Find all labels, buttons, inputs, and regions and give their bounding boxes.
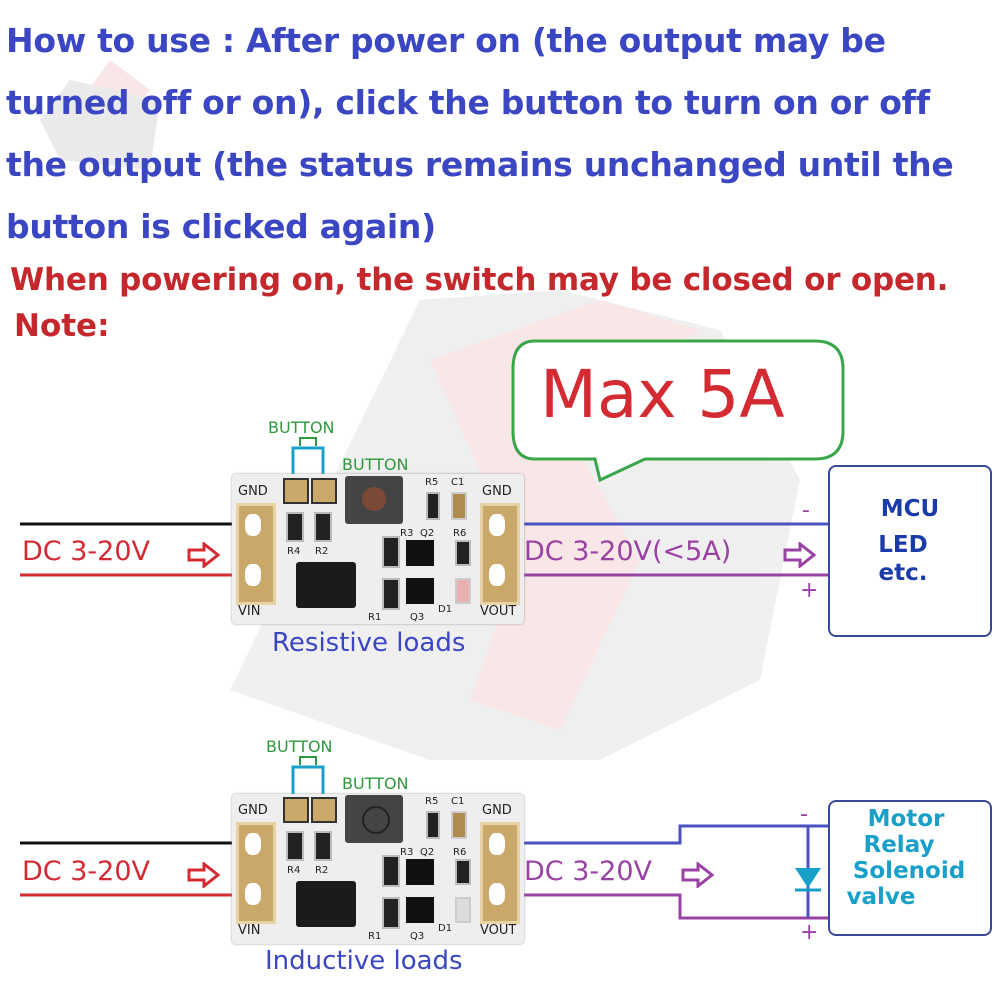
output-pad-hole-b2: [489, 883, 505, 905]
pcb-r3-label: R3: [400, 528, 414, 539]
max-current-callout-bubble: [511, 339, 845, 483]
pcb-d1-label-b: D1: [438, 923, 453, 934]
output-arrow-icon-bottom: [681, 862, 715, 888]
pcb-r5-label-b: R5: [425, 796, 439, 807]
input-pad-hole-b1: [245, 833, 261, 855]
pcb-r2-label: R2: [315, 546, 329, 557]
load-box-top: [828, 465, 992, 637]
load-box-bottom-line-4: valve: [846, 884, 916, 910]
input-terminal-bottom: [236, 822, 276, 924]
pcb-c1-label-b: C1: [451, 796, 465, 807]
load-box-top-line-2: LED: [878, 532, 928, 558]
pcb-r3-label-b: R3: [400, 847, 414, 858]
output-voltage-label-bottom: DC 3-20V: [524, 856, 652, 887]
load-box-bottom-line-2: Relay: [863, 832, 935, 858]
plus-sign-bottom: +: [800, 920, 819, 945]
button-label-external-top: BUTTON: [268, 418, 335, 437]
transistor-q3-b: [406, 897, 434, 923]
pcb-vout-label: VOUT: [480, 604, 517, 619]
output-pad-hole-2: [489, 564, 505, 586]
button-label-onboard-bottom: BUTTON: [342, 774, 409, 793]
pcb-q2-label-b: Q2: [420, 847, 435, 858]
caption-resistive-loads: Resistive loads: [272, 628, 466, 658]
pcb-r2-label-b: R2: [315, 865, 329, 876]
tactile-switch-knob: [362, 487, 386, 511]
caption-inductive-loads: Inductive loads: [265, 946, 463, 976]
ic-chip-top: [296, 562, 356, 608]
tactile-switch-knob-b: [362, 806, 390, 834]
pcb-r6-label: R6: [453, 528, 467, 539]
pcb-gnd-left-label-b: GND: [238, 803, 268, 818]
button-label-onboard-top: BUTTON: [342, 455, 409, 474]
input-voltage-label-bottom: DC 3-20V: [22, 856, 150, 887]
smd-r4: [286, 512, 304, 542]
smd-r6: [455, 540, 471, 566]
smd-r2: [314, 512, 332, 542]
pcb-r6-label-b: R6: [453, 847, 467, 858]
pcb-r5-label: R5: [425, 477, 439, 488]
smd-r2-b: [314, 831, 332, 861]
pcb-gnd-right-label: GND: [482, 484, 512, 499]
pcb-r4-label: R4: [287, 546, 301, 557]
output-voltage-label-top: DC 3-20V(<5A): [524, 536, 732, 567]
input-arrow-icon-bottom: [187, 862, 221, 888]
load-box-top-line-1: MCU: [880, 496, 940, 522]
transistor-q2-b: [406, 859, 434, 885]
smd-c1: [451, 492, 467, 520]
button-label-external-bottom: BUTTON: [266, 737, 333, 756]
pcb-vin-label-b: VIN: [238, 923, 261, 938]
load-box-bottom-line-3: Solenoid: [852, 858, 966, 884]
pcb-gnd-left-label: GND: [238, 484, 268, 499]
smd-r4-b: [286, 831, 304, 861]
pcb-r1-label-b: R1: [368, 931, 382, 942]
smd-r1: [382, 578, 400, 610]
pcb-q2-label: Q2: [420, 528, 435, 539]
output-pad-hole-b1: [489, 833, 505, 855]
plus-sign-top: +: [800, 578, 819, 603]
input-pad-hole-b2: [245, 883, 261, 905]
load-box-bottom-line-1: Motor: [867, 806, 945, 832]
input-arrow-icon-top: [187, 542, 221, 568]
pcb-q3-label-b: Q3: [410, 931, 425, 942]
smd-r5-b: [426, 811, 440, 839]
button-pad-b1: [283, 797, 309, 823]
pcb-c1-label: C1: [451, 477, 465, 488]
input-voltage-label-top: DC 3-20V: [22, 536, 150, 567]
smd-r3: [382, 536, 400, 568]
led-d1: [455, 578, 471, 604]
how-to-use-text: How to use : After power on (the output …: [6, 21, 954, 246]
input-pad-hole-1: [245, 514, 261, 536]
button-pad-b2: [311, 797, 337, 823]
transistor-q3: [406, 578, 434, 604]
smd-r6-b: [455, 859, 471, 885]
load-box-bottom: [828, 800, 992, 936]
max-current-label: Max 5A: [540, 356, 785, 433]
pcb-gnd-right-label-b: GND: [482, 803, 512, 818]
smd-r3-b: [382, 855, 400, 887]
pcb-vin-label: VIN: [238, 604, 261, 619]
input-pad-hole-2: [245, 564, 261, 586]
pcb-q3-label: Q3: [410, 612, 425, 623]
pcb-r4-label-b: R4: [287, 865, 301, 876]
button-pad-2: [311, 478, 337, 504]
smd-r1-b: [382, 897, 400, 929]
minus-sign-top: -: [802, 498, 810, 523]
pcb-r1-label: R1: [368, 612, 382, 623]
pcb-vout-label-b: VOUT: [480, 923, 517, 938]
power-warning-text: When powering on, the switch may be clos…: [10, 262, 949, 298]
smd-r5: [426, 492, 440, 520]
transistor-q2: [406, 540, 434, 566]
note-label: Note:: [14, 308, 110, 344]
minus-sign-bottom: -: [800, 802, 808, 827]
output-arrow-icon-top: [783, 542, 817, 568]
led-d1-b: [455, 897, 471, 923]
load-box-top-line-3: etc.: [878, 560, 928, 586]
output-pad-hole-1: [489, 514, 505, 536]
button-pad-1: [283, 478, 309, 504]
pcb-d1-label: D1: [438, 604, 453, 615]
smd-c1-b: [451, 811, 467, 839]
ic-chip-bottom: [296, 881, 356, 927]
